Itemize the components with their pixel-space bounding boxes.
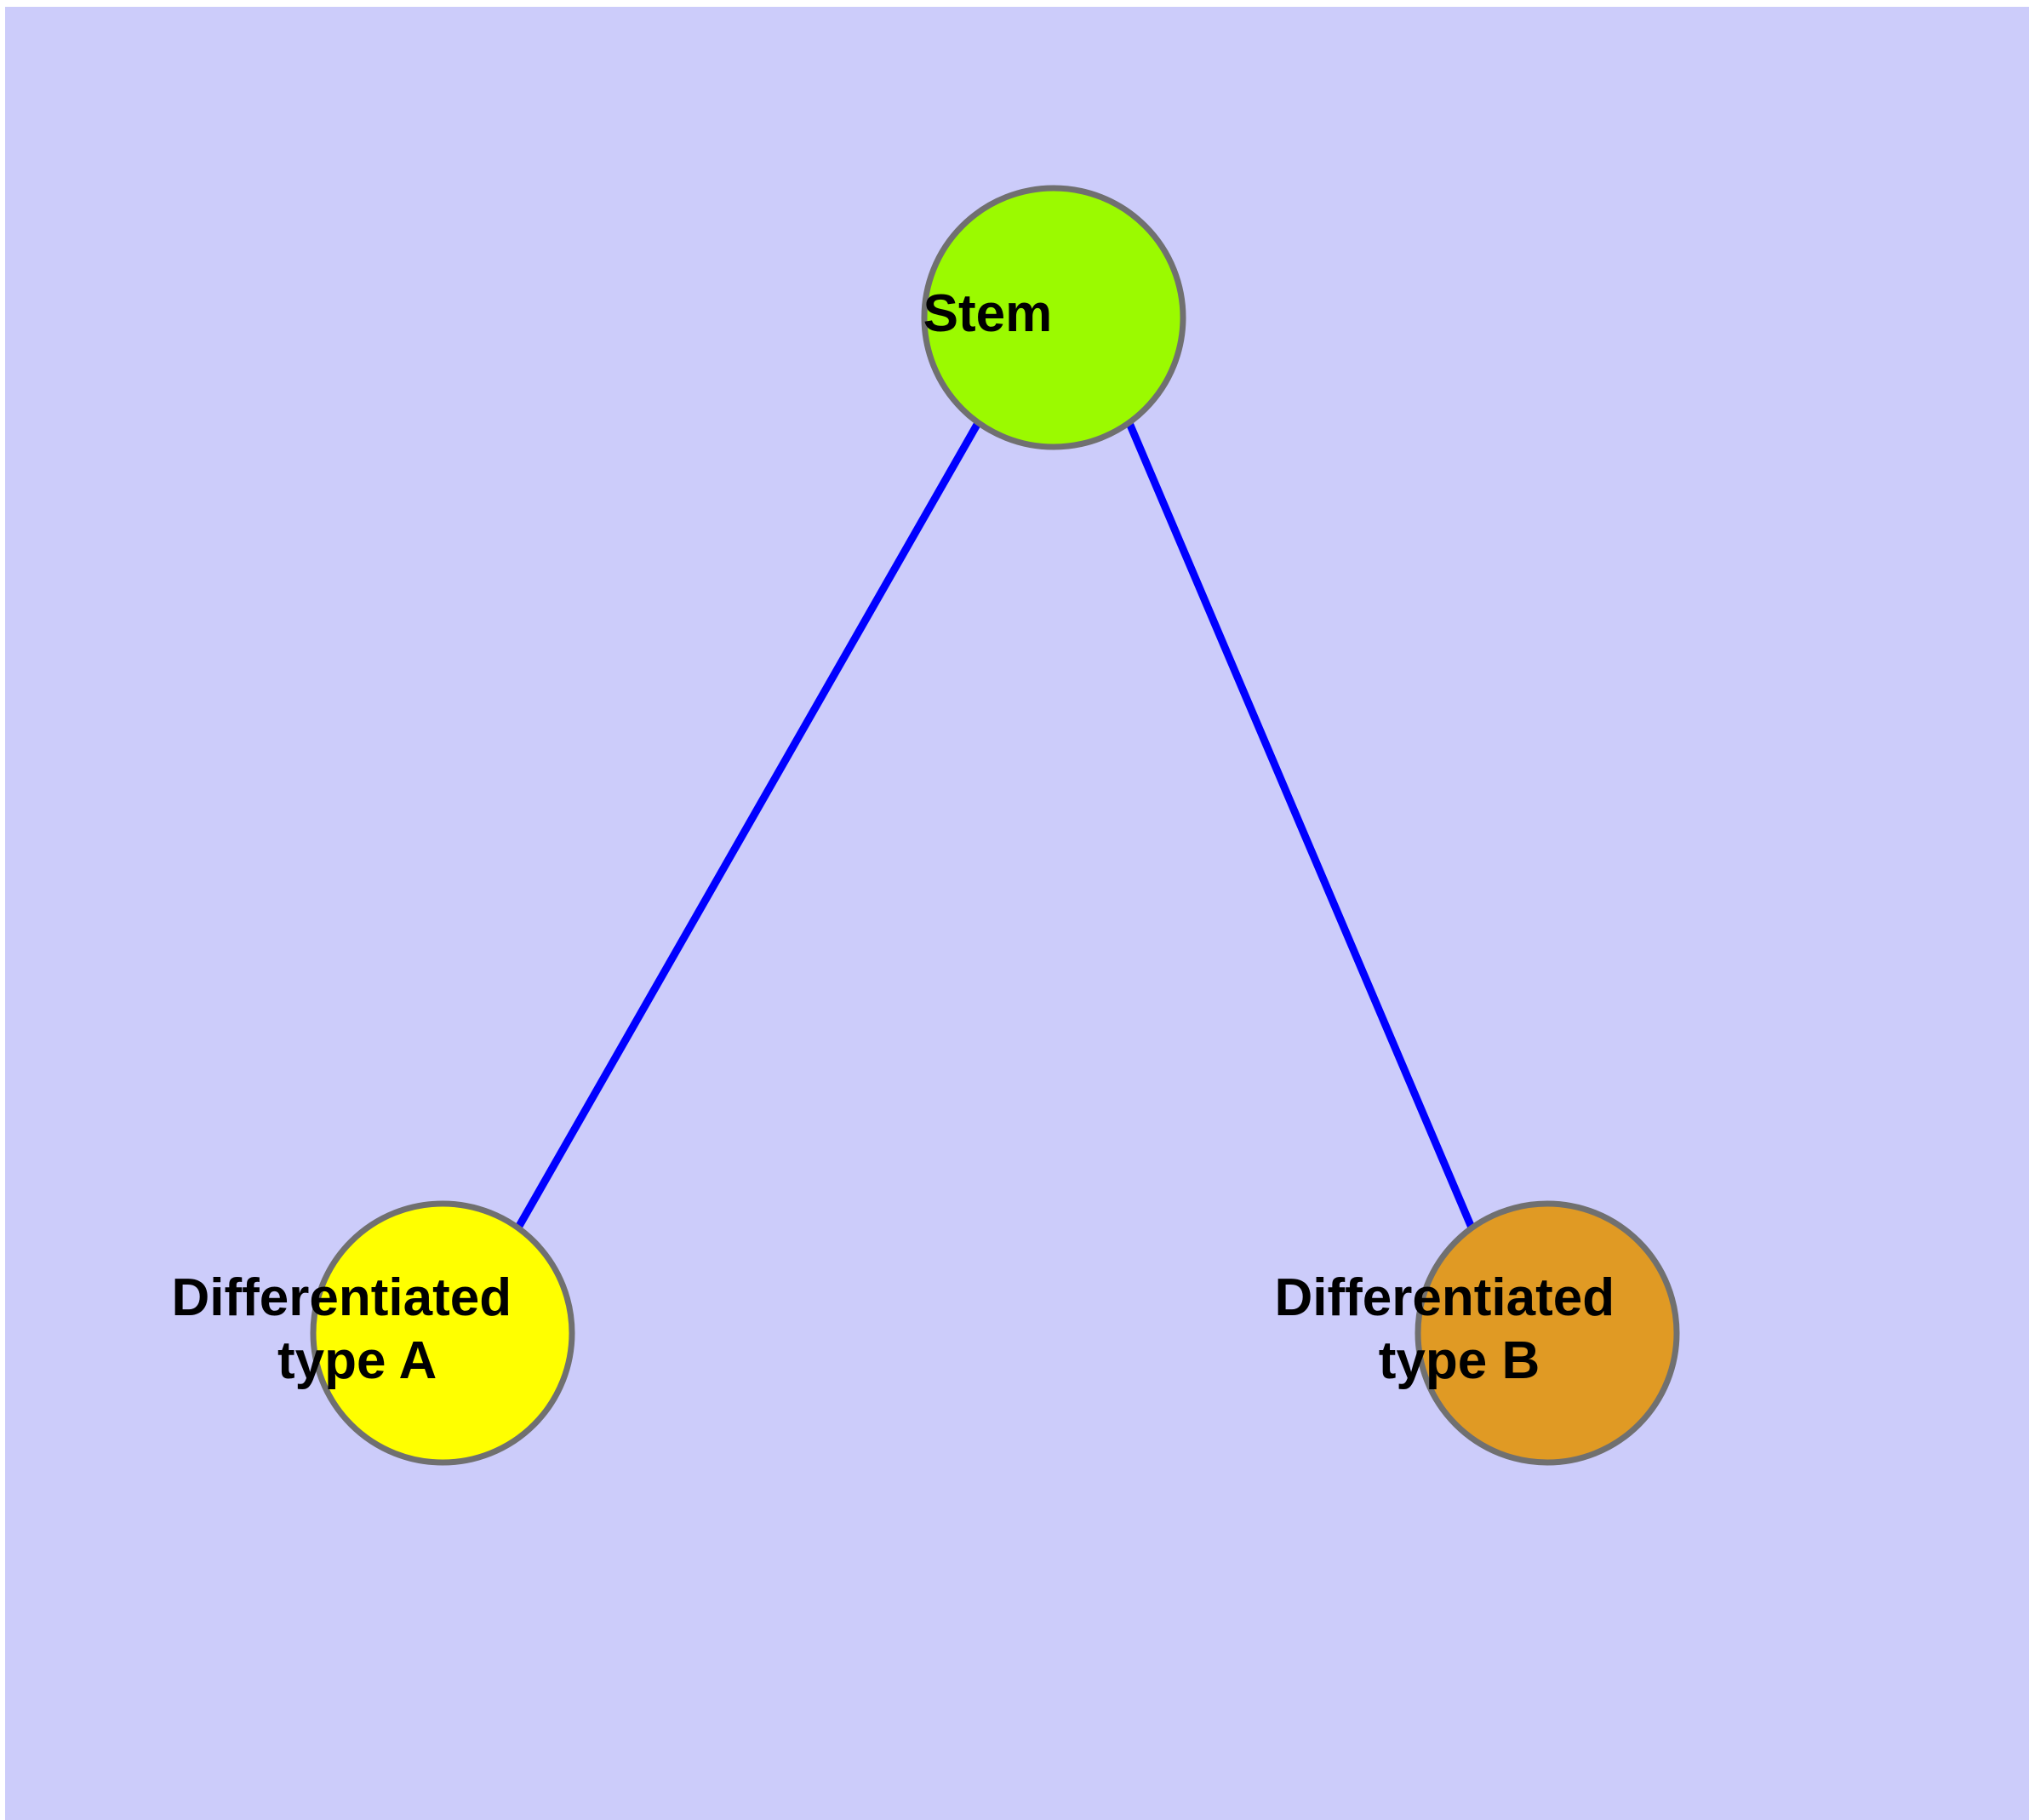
node-differentiated-type-a-label: Differentiated type A [171,0,672,1390]
node-stem-label: Stem [923,0,1185,343]
edge-layer [515,421,1476,1230]
node-stem[interactable]: Stem [921,0,1186,450]
node-differentiated-type-a-label-line-2: type A [277,1331,436,1390]
node-differentiated-type-b[interactable]: Differentiated type B [1274,0,1775,1466]
node-layer: Stem Differentiated type A Differentiate… [171,0,1775,1466]
node-differentiated-type-b-circle[interactable] [1415,1200,1680,1466]
node-differentiated-type-b-label: Differentiated type B [1274,0,1775,1390]
node-stem-label-line-1: Stem [923,284,1053,343]
node-differentiated-type-a-circle[interactable] [310,1200,575,1466]
node-stem-circle[interactable] [921,185,1186,450]
edge-stem-to-differentiated-type-a[interactable] [515,421,981,1230]
node-differentiated-type-b-label-line-2: type B [1379,1331,1540,1390]
node-differentiated-type-a[interactable]: Differentiated type A [171,0,672,1466]
edge-stem-to-differentiated-type-b[interactable] [1125,421,1476,1229]
node-differentiated-type-a-label-line-1: Differentiated [171,1268,512,1327]
node-differentiated-type-b-label-line-1: Differentiated [1274,1268,1615,1327]
